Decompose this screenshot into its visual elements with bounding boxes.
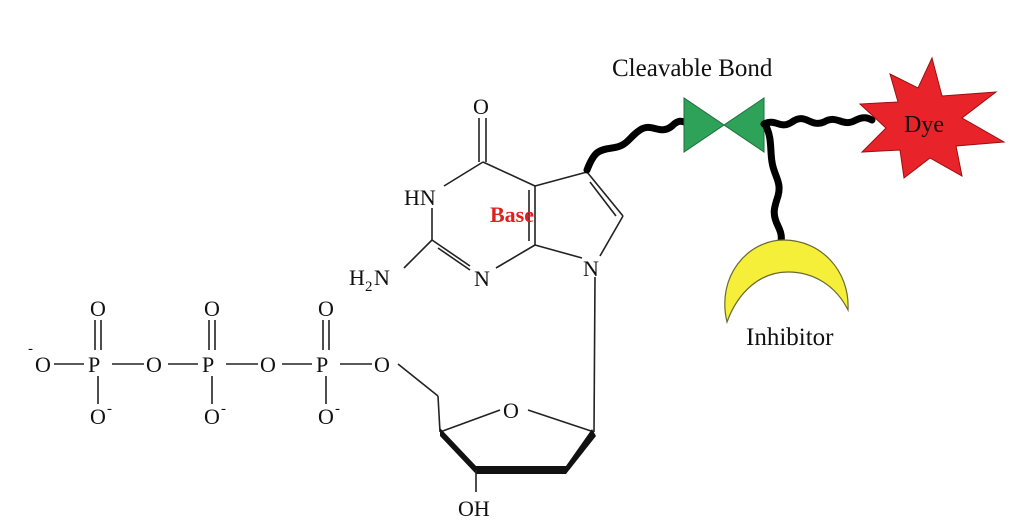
deoxyribose-ring: O OH — [397, 276, 596, 521]
charge-minus: - — [221, 401, 226, 417]
atom-o-sugar: O — [503, 398, 519, 423]
atom-n-ring: N — [474, 266, 490, 291]
base-label: Base — [490, 202, 534, 227]
charge-minus: - — [335, 401, 340, 417]
dye-label: Dye — [904, 112, 944, 138]
atom-o-top3: O — [318, 296, 334, 321]
charge-minus: - — [107, 401, 112, 417]
phosphate-bonds — [54, 320, 372, 404]
atom-n-glycosidic: N — [583, 256, 599, 281]
atom-oh: OH — [458, 496, 490, 521]
atom-o-bottom2: O — [204, 404, 220, 429]
atom-o-bottom3: O — [318, 404, 334, 429]
atom-p2: P — [202, 352, 214, 377]
atom-hn: HN — [404, 185, 436, 210]
dye-tether — [760, 114, 876, 129]
charge-minus: - — [28, 341, 33, 357]
atom-o-bridge2: O — [260, 352, 276, 377]
cleavable-bond-label: Cleavable Bond — [612, 55, 773, 82]
atom-p1: P — [88, 352, 100, 377]
inhibitor-crescent-icon — [724, 239, 849, 325]
base-structure: O HN H 2 N N N Base — [349, 94, 624, 295]
atom-p3: P — [316, 352, 328, 377]
atom-o-terminal: O — [35, 352, 51, 377]
atom-h2n-n: N — [374, 265, 390, 290]
atom-o-5prime: O — [374, 352, 390, 377]
atom-o-top1: O — [90, 296, 106, 321]
phosphate-atoms: - O P O P O P O O O O O - O - O - — [28, 296, 390, 429]
linker-tether — [583, 117, 694, 174]
cleavable-bond-icon — [683, 97, 765, 153]
inhibitor-tether — [762, 122, 785, 248]
atom-o-bottom1: O — [90, 404, 106, 429]
atom-h2n-h: H — [349, 265, 365, 290]
atom-o-top2: O — [204, 296, 220, 321]
atom-o-carbonyl: O — [473, 94, 489, 119]
dye-star-icon — [858, 56, 1006, 179]
atom-h2n-sub: 2 — [365, 279, 373, 295]
atom-o-bridge1: O — [146, 352, 162, 377]
inhibitor-label: Inhibitor — [746, 324, 834, 351]
